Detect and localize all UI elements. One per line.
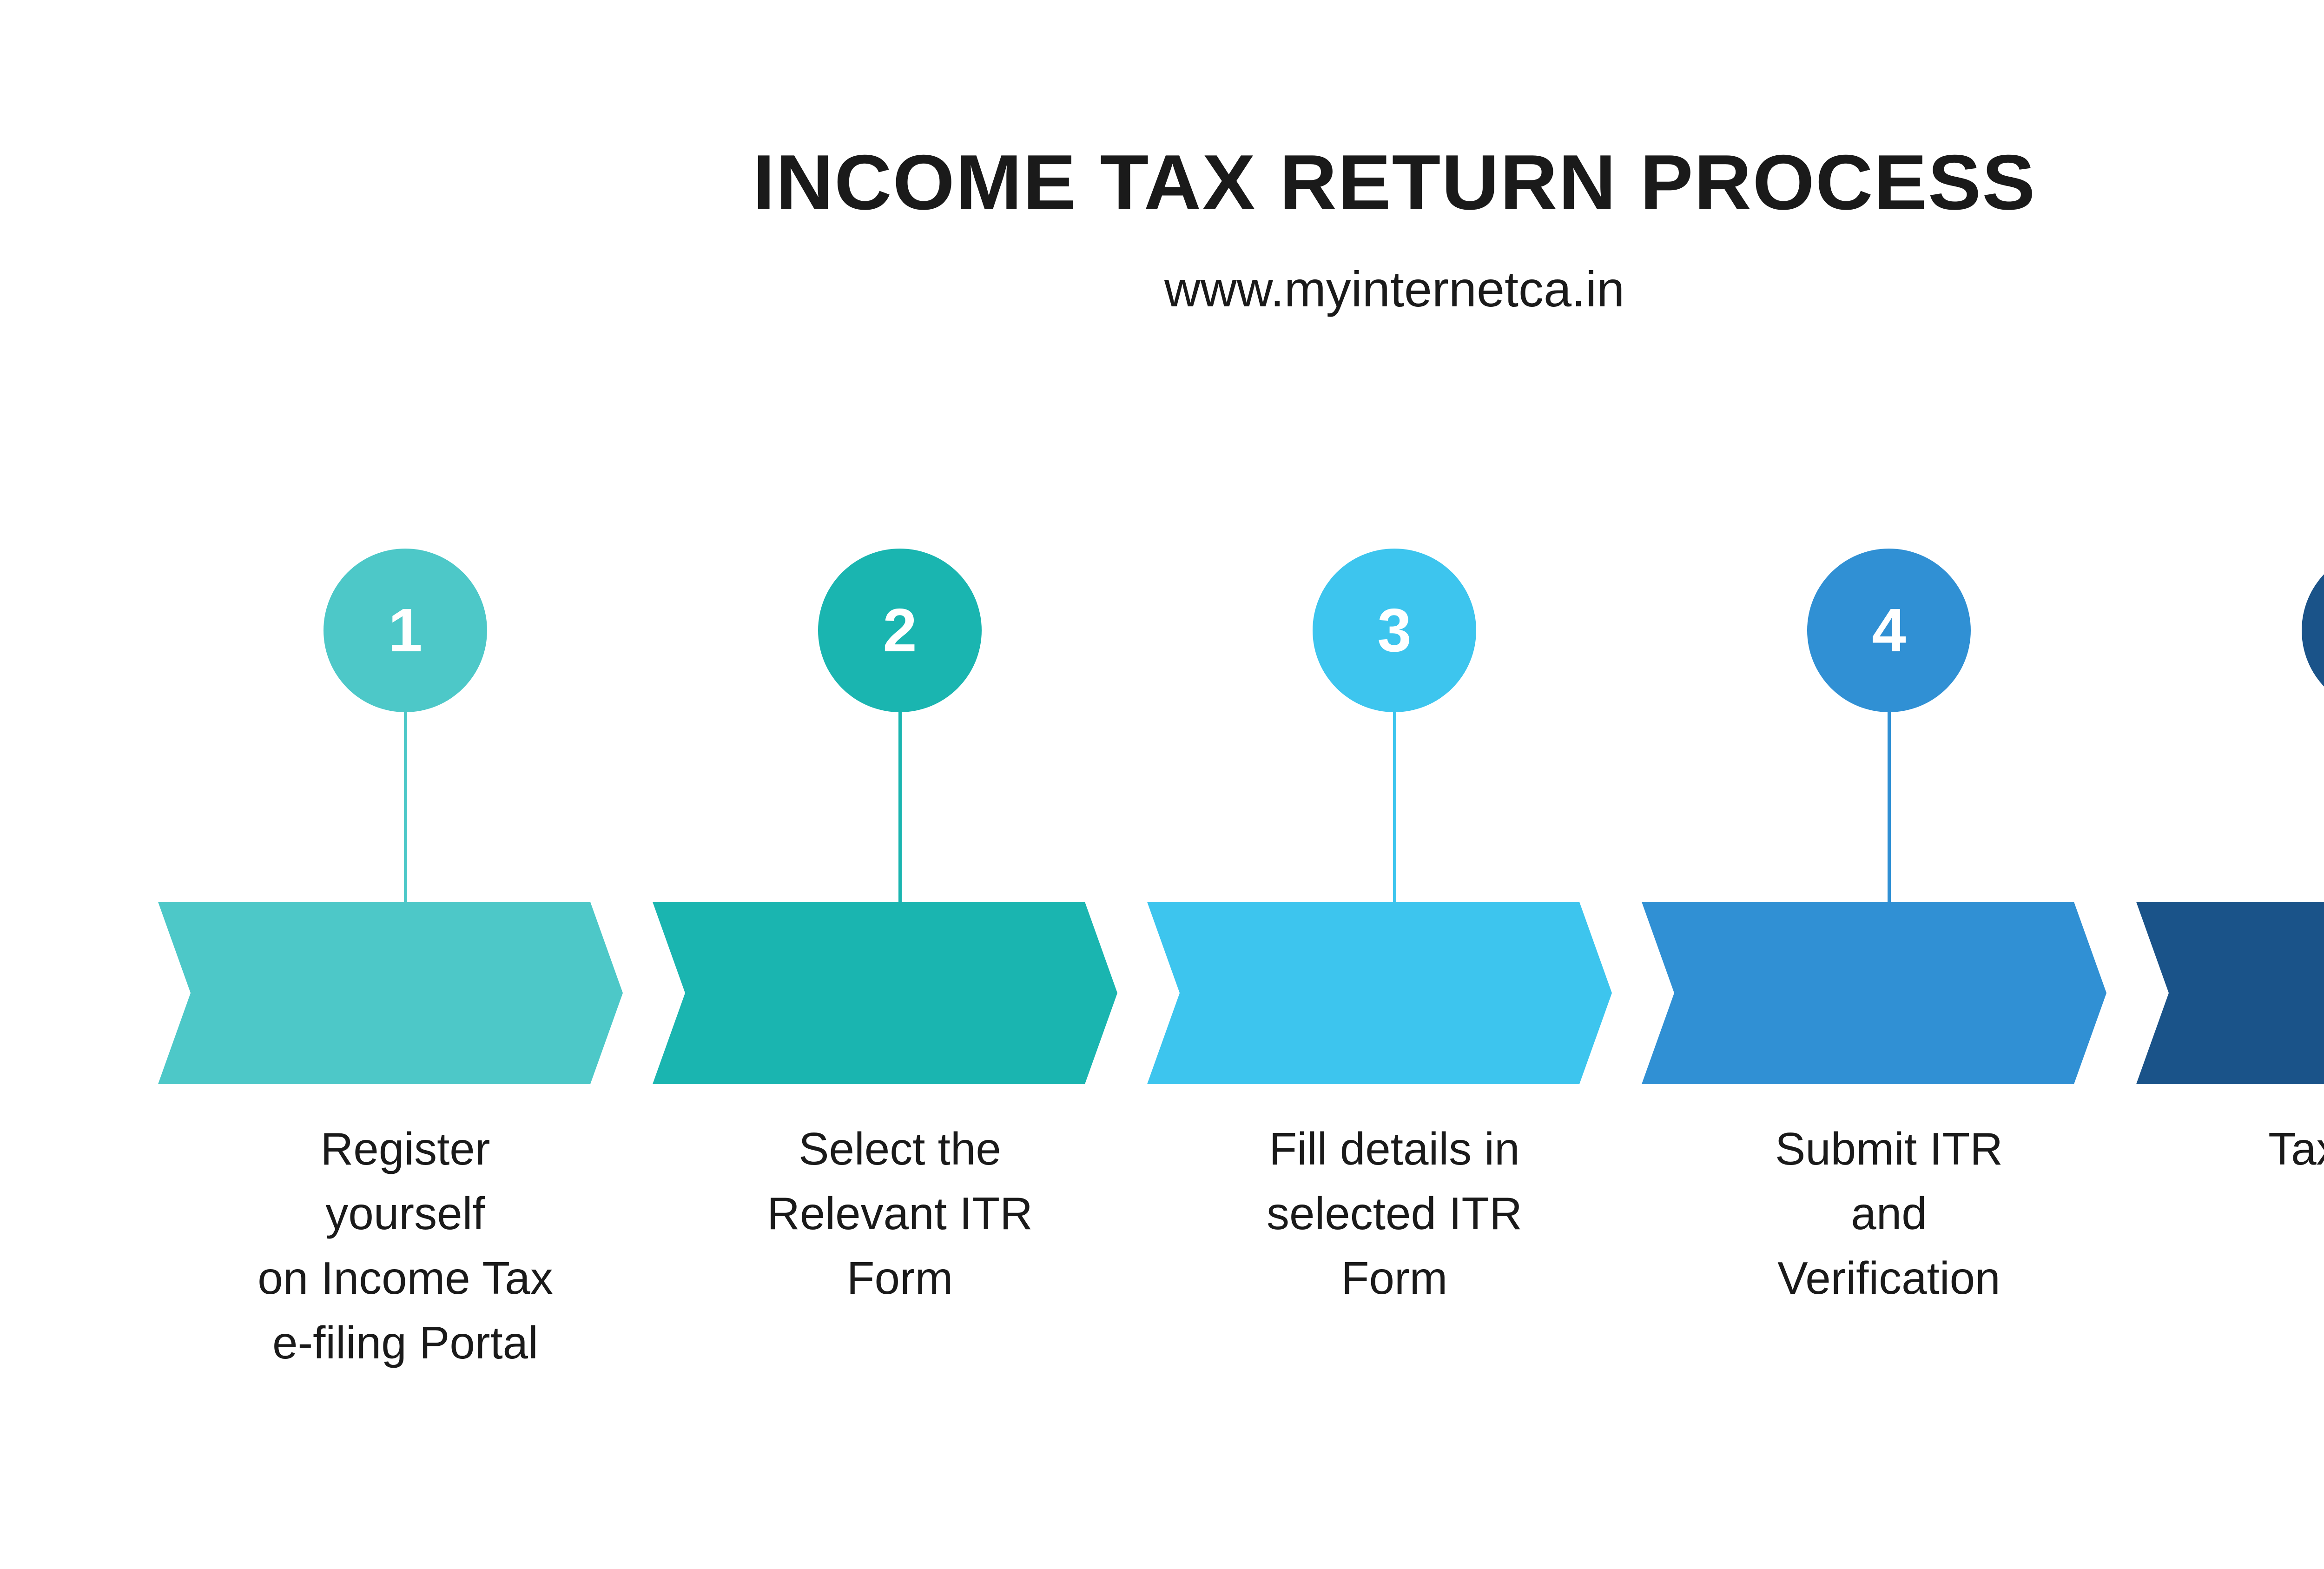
step-banner-wrap-2	[653, 902, 1147, 1084]
step-banner-wrap-4	[1642, 902, 2136, 1084]
process-step-1[interactable]: 1 Register yourself on Income Tax e-fili…	[158, 549, 653, 1368]
step-number-circle-1: 1	[324, 549, 487, 712]
step-number-4: 4	[1872, 596, 1906, 664]
chevron-banner-1	[158, 902, 623, 1084]
step-banner-wrap-1	[158, 902, 653, 1084]
step-number-circle-2: 2	[818, 549, 982, 712]
header: INCOME TAX RETURN PROCESS www.myinternet…	[0, 139, 2324, 317]
chevron-banner-3	[1147, 902, 1612, 1084]
step-number-1: 1	[388, 596, 423, 664]
step-banner-wrap-5	[2136, 902, 2324, 1084]
step-banner-wrap-3	[1147, 902, 1642, 1084]
step-number-circle-4: 4	[1807, 549, 1971, 712]
chevron-shape-4	[1642, 902, 2106, 1084]
process-step-3[interactable]: 3 Fill details in selected ITR Form	[1147, 549, 1642, 1339]
page-title: INCOME TAX RETURN PROCESS	[753, 139, 2036, 226]
step-label-5: Tax Refund	[2268, 1123, 2324, 1174]
chevron-banner-2	[653, 902, 1117, 1084]
step-label-3: Fill details in selected ITR Form	[1266, 1123, 1523, 1304]
step-number-3: 3	[1377, 596, 1412, 664]
process-steps: 1 Register yourself on Income Tax e-fili…	[158, 549, 2324, 1368]
step-label-2: Select the Relevant ITR Form	[767, 1123, 1033, 1304]
process-step-5[interactable]: 5 Tax Refund	[2136, 549, 2324, 1339]
chevron-shape-5	[2136, 902, 2324, 1084]
chevron-banner-5	[2136, 902, 2324, 1084]
step-connector-stem-1	[403, 712, 407, 902]
step-connector-stem-4	[1887, 712, 1891, 902]
process-step-2[interactable]: 2 Select the Relevant ITR Form	[653, 549, 1147, 1339]
chevron-shape-3	[1147, 902, 1612, 1084]
step-connector-stem-2	[898, 712, 902, 902]
step-number-2: 2	[883, 596, 917, 664]
chevron-shape-1	[158, 902, 623, 1084]
step-number-circle-3: 3	[1313, 549, 1476, 712]
chevron-shape-2	[653, 902, 1117, 1084]
website-subtitle: www.myinternetca.in	[1164, 260, 1625, 317]
step-label-1: Register yourself on Income Tax e-filing…	[257, 1123, 553, 1369]
process-step-4[interactable]: 4 Submit ITR and Verification	[1642, 549, 2136, 1339]
chevron-banner-4	[1642, 902, 2106, 1084]
step-number-circle-5: 5	[2302, 549, 2324, 712]
step-connector-stem-3	[1393, 712, 1396, 902]
step-label-4: Submit ITR and Verification	[1775, 1123, 2003, 1304]
